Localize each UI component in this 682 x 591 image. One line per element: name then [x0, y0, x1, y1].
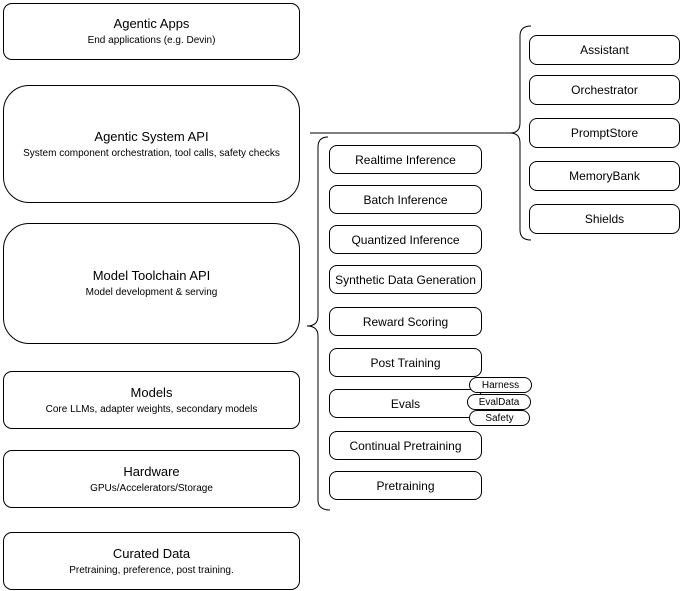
service-label: Evals — [390, 396, 421, 411]
curated-data-box: Curated Data Pretraining, preference, po… — [3, 532, 300, 590]
toolchain-services-brace — [306, 136, 331, 511]
models-title: Models — [130, 384, 173, 400]
service-label: Synthetic Data Generation — [335, 272, 476, 287]
service-reward-scoring-box: Reward Scoring — [329, 307, 482, 336]
eval-tag-safety: Safety — [469, 410, 530, 426]
models-subtitle: Core LLMs, adapter weights, secondary mo… — [45, 403, 258, 415]
eval-tag-label: Harness — [481, 379, 520, 391]
agentic-apps-title: Agentic Apps — [113, 16, 190, 31]
service-pretraining-box: Pretraining — [329, 471, 482, 500]
models-box: Models Core LLMs, adapter weights, secon… — [3, 371, 300, 429]
eval-tag-label: Safety — [485, 412, 514, 424]
hardware-box: Hardware GPUs/Accelerators/Storage — [3, 450, 300, 508]
agentic-apps-box: Agentic Apps End applications (e.g. Devi… — [3, 3, 300, 60]
component-memorybank-box: MemoryBank — [529, 161, 680, 191]
hardware-title: Hardware — [123, 463, 180, 479]
service-batch-inference-box: Batch Inference — [329, 185, 482, 214]
service-post-training-box: Post Training — [329, 348, 482, 377]
service-label: Batch Inference — [363, 192, 448, 207]
system-components-brace — [509, 25, 532, 241]
component-shields-box: Shields — [529, 204, 680, 234]
agentic-system-api-box: Agentic System API System component orch… — [3, 85, 300, 203]
service-evals-box: Evals — [329, 389, 482, 418]
component-assistant-box: Assistant — [529, 35, 680, 65]
component-promptstore-box: PromptStore — [529, 118, 680, 148]
service-label: Post Training — [370, 355, 441, 370]
model-toolchain-api-subtitle: Model development & serving — [85, 287, 218, 298]
eval-tag-harness: Harness — [469, 377, 532, 393]
service-label: Realtime Inference — [355, 152, 456, 167]
hardware-subtitle: GPUs/Accelerators/Storage — [90, 482, 213, 494]
eval-tag-evaldata: EvalData — [467, 394, 531, 410]
service-continual-pretraining-box: Continual Pretraining — [329, 431, 482, 460]
agentic-system-api-subtitle: System component orchestration, tool cal… — [23, 147, 280, 159]
service-label: Quantized Inference — [351, 232, 460, 247]
component-label: Orchestrator — [571, 83, 638, 97]
agentic-apps-subtitle: End applications (e.g. Devin) — [87, 35, 216, 46]
component-label: MemoryBank — [569, 169, 640, 183]
component-orchestrator-box: Orchestrator — [529, 75, 680, 105]
service-realtime-inference-box: Realtime Inference — [329, 145, 482, 174]
agentic-system-api-title: Agentic System API — [94, 128, 209, 144]
model-toolchain-api-title: Model Toolchain API — [92, 268, 211, 283]
service-quantized-inference-box: Quantized Inference — [329, 225, 482, 254]
curated-data-subtitle: Pretraining, preference, post training. — [69, 564, 234, 576]
curated-data-title: Curated Data — [112, 545, 191, 561]
service-label: Continual Pretraining — [349, 438, 462, 453]
service-synthetic-data-generation-box: Synthetic Data Generation — [329, 265, 482, 294]
service-label: Reward Scoring — [362, 314, 449, 329]
eval-tag-label: EvalData — [478, 396, 520, 408]
component-label: PromptStore — [570, 126, 639, 140]
model-toolchain-api-box: Model Toolchain API Model development & … — [3, 223, 300, 344]
component-label: Shields — [584, 212, 625, 226]
service-label: Pretraining — [376, 478, 435, 493]
component-label: Assistant — [580, 43, 629, 57]
